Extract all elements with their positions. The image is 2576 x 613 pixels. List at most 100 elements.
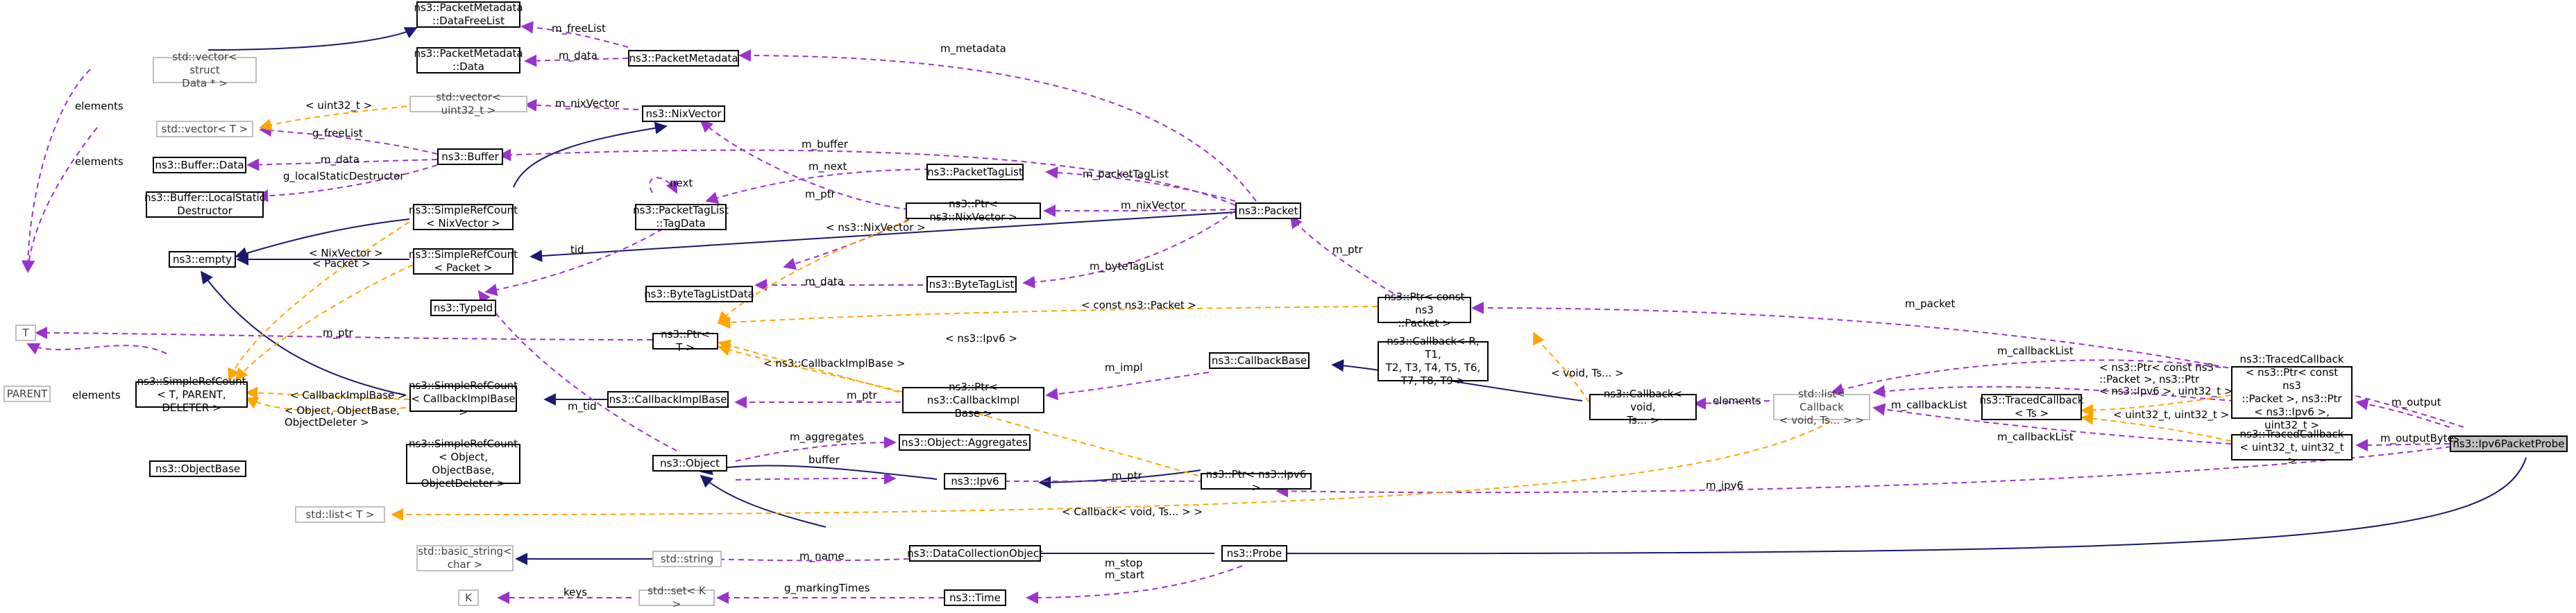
node-ptr-T[interactable]: ns3::Ptr< T > [652,328,718,354]
node-packet-metadata[interactable]: ns3::PacketMetadata [628,50,739,67]
edge-label: m_tid [568,400,597,413]
edge-label: m_metadata [940,42,1006,55]
edge-label: m_buffer [802,138,848,150]
edge-label: m_packetTagList [1083,168,1169,180]
edge-label: < ns3::Ipv6 > [945,332,1018,345]
edge-label: m_byteTagList [1090,260,1164,273]
node-simple-ref-count-callback-impl-base[interactable]: ns3::SimpleRefCount < CallbackImplBase > [409,379,518,418]
edge-label: m_nixVector [555,97,620,110]
edge-label: elements [72,389,121,402]
node-packet-metadata-data-free-list[interactable]: ns3::PacketMetadata ::DataFreeList [414,1,523,28]
node-std-vector-struct-data[interactable]: std::vector< struct Data * > [153,51,257,89]
edge-label: < uint32_t > [305,99,373,112]
edge-label: < Object, ObjectBase, ObjectDeleter > [285,404,400,429]
node-ptr-ipv6[interactable]: ns3::Ptr< ns3::Ipv6 > [1201,468,1312,494]
node-callback-void-ts[interactable]: ns3::Callback< void, Ts... > [1589,388,1697,426]
node-time[interactable]: ns3::Time [944,589,1006,606]
node-buffer-local-static-destructor[interactable]: ns3::Buffer::LocalStatic Destructor [144,191,266,218]
edge-label: g_freeList [312,127,363,139]
edge-label: m_data [321,153,359,166]
node-object-aggregates[interactable]: ns3::Object::Aggregates [899,434,1031,451]
node-traced-callback-ts[interactable]: ns3::TracedCallback < Ts > [1979,394,2084,420]
edge-label: m_freeList [552,22,606,35]
node-buffer[interactable]: ns3::Buffer [437,148,503,165]
edge-label: < void, Ts... > [1551,367,1624,379]
edge-label: m_ipv6 [1706,479,1744,492]
edge-label: < CallbackImplBase > [290,389,407,402]
edge-label: m_ptr [805,188,836,200]
node-object[interactable]: ns3::Object [652,455,727,472]
node-type-id[interactable]: ns3::TypeId [430,300,496,316]
node-ptr-callback-impl-base[interactable]: ns3::Ptr< ns3::CallbackImpl Base > [902,381,1044,420]
edge-label: tid [570,243,584,256]
node-data-collection-object[interactable]: ns3::DataCollectionObject [907,545,1043,562]
node-simple-ref-count-t-parent-deleter[interactable]: ns3::SimpleRefCount < T, PARENT, DELETER… [135,375,248,414]
edge-label: elements [75,100,124,112]
edge-label: < ns3::Ptr< const ns3 ::Packet >, ns3::P… [2099,361,2233,397]
node-empty[interactable]: ns3::empty [169,251,236,268]
node-object-base[interactable]: ns3::ObjectBase [149,460,246,477]
edge-label: m_ptr [1332,243,1363,256]
node-T[interactable]: T [15,325,36,341]
node-std-list-callback[interactable]: std::list< Callback < void, Ts... > > [1773,388,1870,426]
node-ptr-nix-vector[interactable]: ns3::Ptr< ns3::NixVector > [906,198,1041,223]
node-ipv6-packet-probe[interactable]: ns3::Ipv6PacketProbe [2450,435,2568,452]
node-packet-tag-list-tag-data[interactable]: ns3::PacketTagList ::TagData [633,204,729,230]
edge-label: < NixVector > [309,247,383,259]
node-callback-impl-base[interactable]: ns3::CallbackImplBase [607,391,729,408]
edge-label: m_stop m_start [1105,557,1145,581]
node-std-vector-uint32[interactable]: std::vector< uint32_t > [409,91,527,116]
edge-label: m_name [799,550,845,562]
edge-label: m_callbackList [1891,399,1967,411]
edge-label: < Packet > [312,257,371,270]
node-K[interactable]: K [458,589,479,606]
edge-label: m_impl [1105,361,1143,374]
edge-label: keys [564,586,588,598]
edge-label: g_markingTimes [784,582,870,594]
edge-label: < const ns3::Packet > [1081,299,1197,311]
edge-label: m_packet [1905,297,1956,310]
node-packet[interactable]: ns3::Packet [1235,202,1301,219]
edge-label: < Callback< void, Ts... > > [1062,506,1203,518]
node-simple-ref-count-nix-vector[interactable]: ns3::SimpleRefCount < NixVector > [409,204,518,230]
node-byte-tag-list[interactable]: ns3::ByteTagList [926,276,1017,293]
node-std-list-T[interactable]: std::list< T > [295,506,385,523]
node-callback-r-t1-t9[interactable]: ns3::Callback< R, T1, T2, T3, T4, T5, T6… [1378,335,1489,387]
edge-label: m_ptr [847,389,877,402]
edge-label: g_localStaticDestructor [283,170,405,182]
node-std-basic-string-char[interactable]: std::basic_string< char > [416,545,514,571]
node-nix-vector[interactable]: ns3::NixVector [642,105,725,122]
node-std-string[interactable]: std::string [652,551,722,567]
node-ipv6[interactable]: ns3::Ipv6 [944,473,1006,490]
edge-label: m_output [2391,396,2441,408]
edge-label: m_ptr [323,327,353,339]
edge-label: next [670,177,693,189]
node-packet-metadata-data[interactable]: ns3::PacketMetadata ::Data [414,47,523,74]
node-simple-ref-count-packet[interactable]: ns3::SimpleRefCount < Packet > [409,248,518,275]
node-ptr-const-packet[interactable]: ns3::Ptr< const ns3 ::Packet > [1378,291,1471,329]
edge-label: buffer [808,454,840,466]
node-probe[interactable]: ns3::Probe [1221,545,1287,562]
edge-label: < uint32_t, uint32_t > [2113,408,2230,421]
edge-label: m_callbackList [1997,345,2074,357]
node-byte-tag-list-data[interactable]: ns3::ByteTagListData [644,286,754,302]
edge-label: m_data [559,49,598,62]
node-packet-tag-list[interactable]: ns3::PacketTagList [926,164,1024,180]
edge-label: m_callbackList [1997,431,2074,443]
node-callback-base[interactable]: ns3::CallbackBase [1209,352,1310,369]
node-simple-ref-count-object[interactable]: ns3::SimpleRefCount < Object, ObjectBase… [406,438,520,490]
node-parent[interactable]: PARENT [3,386,51,402]
edge-label: m_outputBytes [2380,432,2459,444]
edge-label: m_ptr [1112,469,1142,482]
edge-label: < ns3::NixVector > [826,221,926,234]
node-traced-callback-ptr-packet-ipv6-uint32[interactable]: ns3::TracedCallback < ns3::Ptr< const ns… [2231,353,2353,431]
node-buffer-data[interactable]: ns3::Buffer::Data [153,157,246,173]
edge-label: elements [75,155,124,168]
edge-label: m_data [805,275,844,288]
node-std-set-K[interactable]: std::set< K > [638,585,715,610]
node-traced-callback-uint32-uint32[interactable]: ns3::TracedCallback < uint32_t, uint32_t… [2231,428,2353,467]
edge-label: m_aggregates [790,431,865,443]
edge-label: < ns3::CallbackImplBase > [763,357,906,370]
node-std-vector-T[interactable]: std::vector< T > [156,121,253,137]
